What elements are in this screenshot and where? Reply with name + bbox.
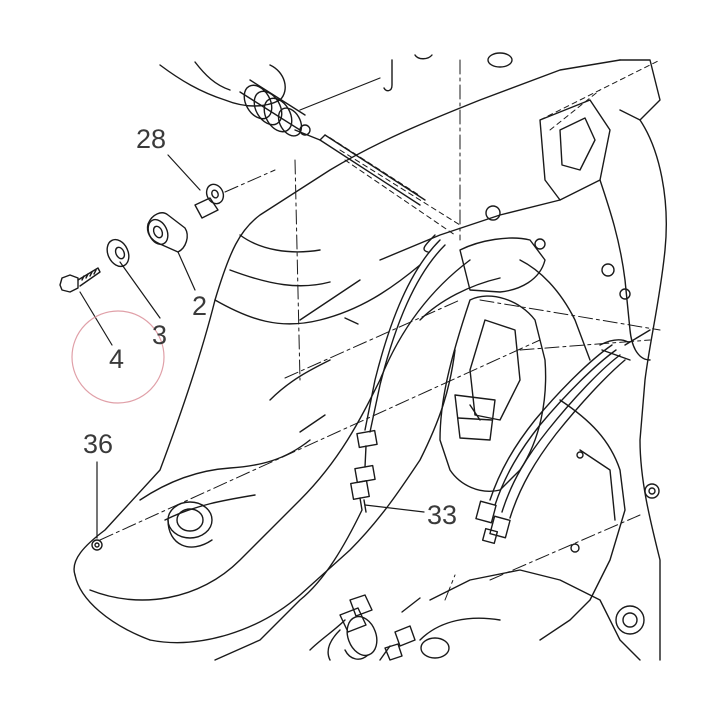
spacer-part-28: [194, 183, 225, 219]
callout-4: 4: [109, 344, 125, 374]
callout-28: 28: [136, 124, 167, 154]
assembly-centerlines: [99, 59, 661, 601]
top-marker: [383, 52, 513, 92]
bottom-connectors: [309, 594, 421, 661]
callout-36: 36: [83, 429, 114, 459]
bolt-part-4: [59, 267, 101, 293]
highlight-circle: [71, 310, 165, 404]
leader-lines: [79, 77, 425, 539]
wiring-harness-33: [214, 234, 446, 661]
callout-33: 33: [427, 500, 458, 530]
washer-part-3: [106, 238, 130, 268]
hidden-lines: [339, 59, 661, 236]
bushing-part-2: [146, 212, 188, 253]
rear-shock-absorber: [159, 61, 426, 206]
wiring-harness-right: [475, 329, 651, 545]
nut-part-36: [91, 539, 103, 551]
callout-2: 2: [192, 291, 208, 321]
swingarm-frame: [73, 59, 667, 661]
callout-3: 3: [152, 320, 168, 350]
